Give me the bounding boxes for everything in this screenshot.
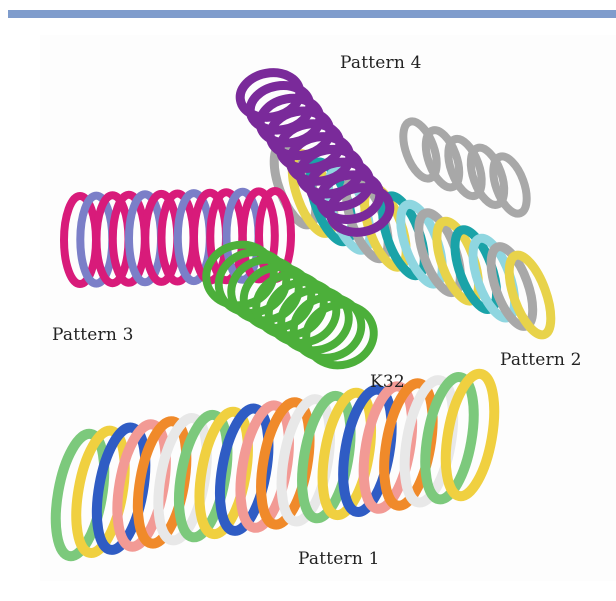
pattern4-label: Pattern 4: [340, 53, 422, 73]
protein-helix-figure: Pattern 4 Pattern 3 Pattern 2 K32 Patter…: [40, 35, 616, 581]
header-bar: [8, 10, 616, 18]
k32-label: K32: [370, 372, 405, 392]
pattern2-label: Pattern 2: [500, 350, 582, 370]
pattern3-label: Pattern 3: [52, 325, 134, 345]
pattern1-helix-bundle: [48, 370, 503, 560]
helix-illustration: [40, 35, 616, 581]
pattern1-label: Pattern 1: [298, 549, 380, 569]
